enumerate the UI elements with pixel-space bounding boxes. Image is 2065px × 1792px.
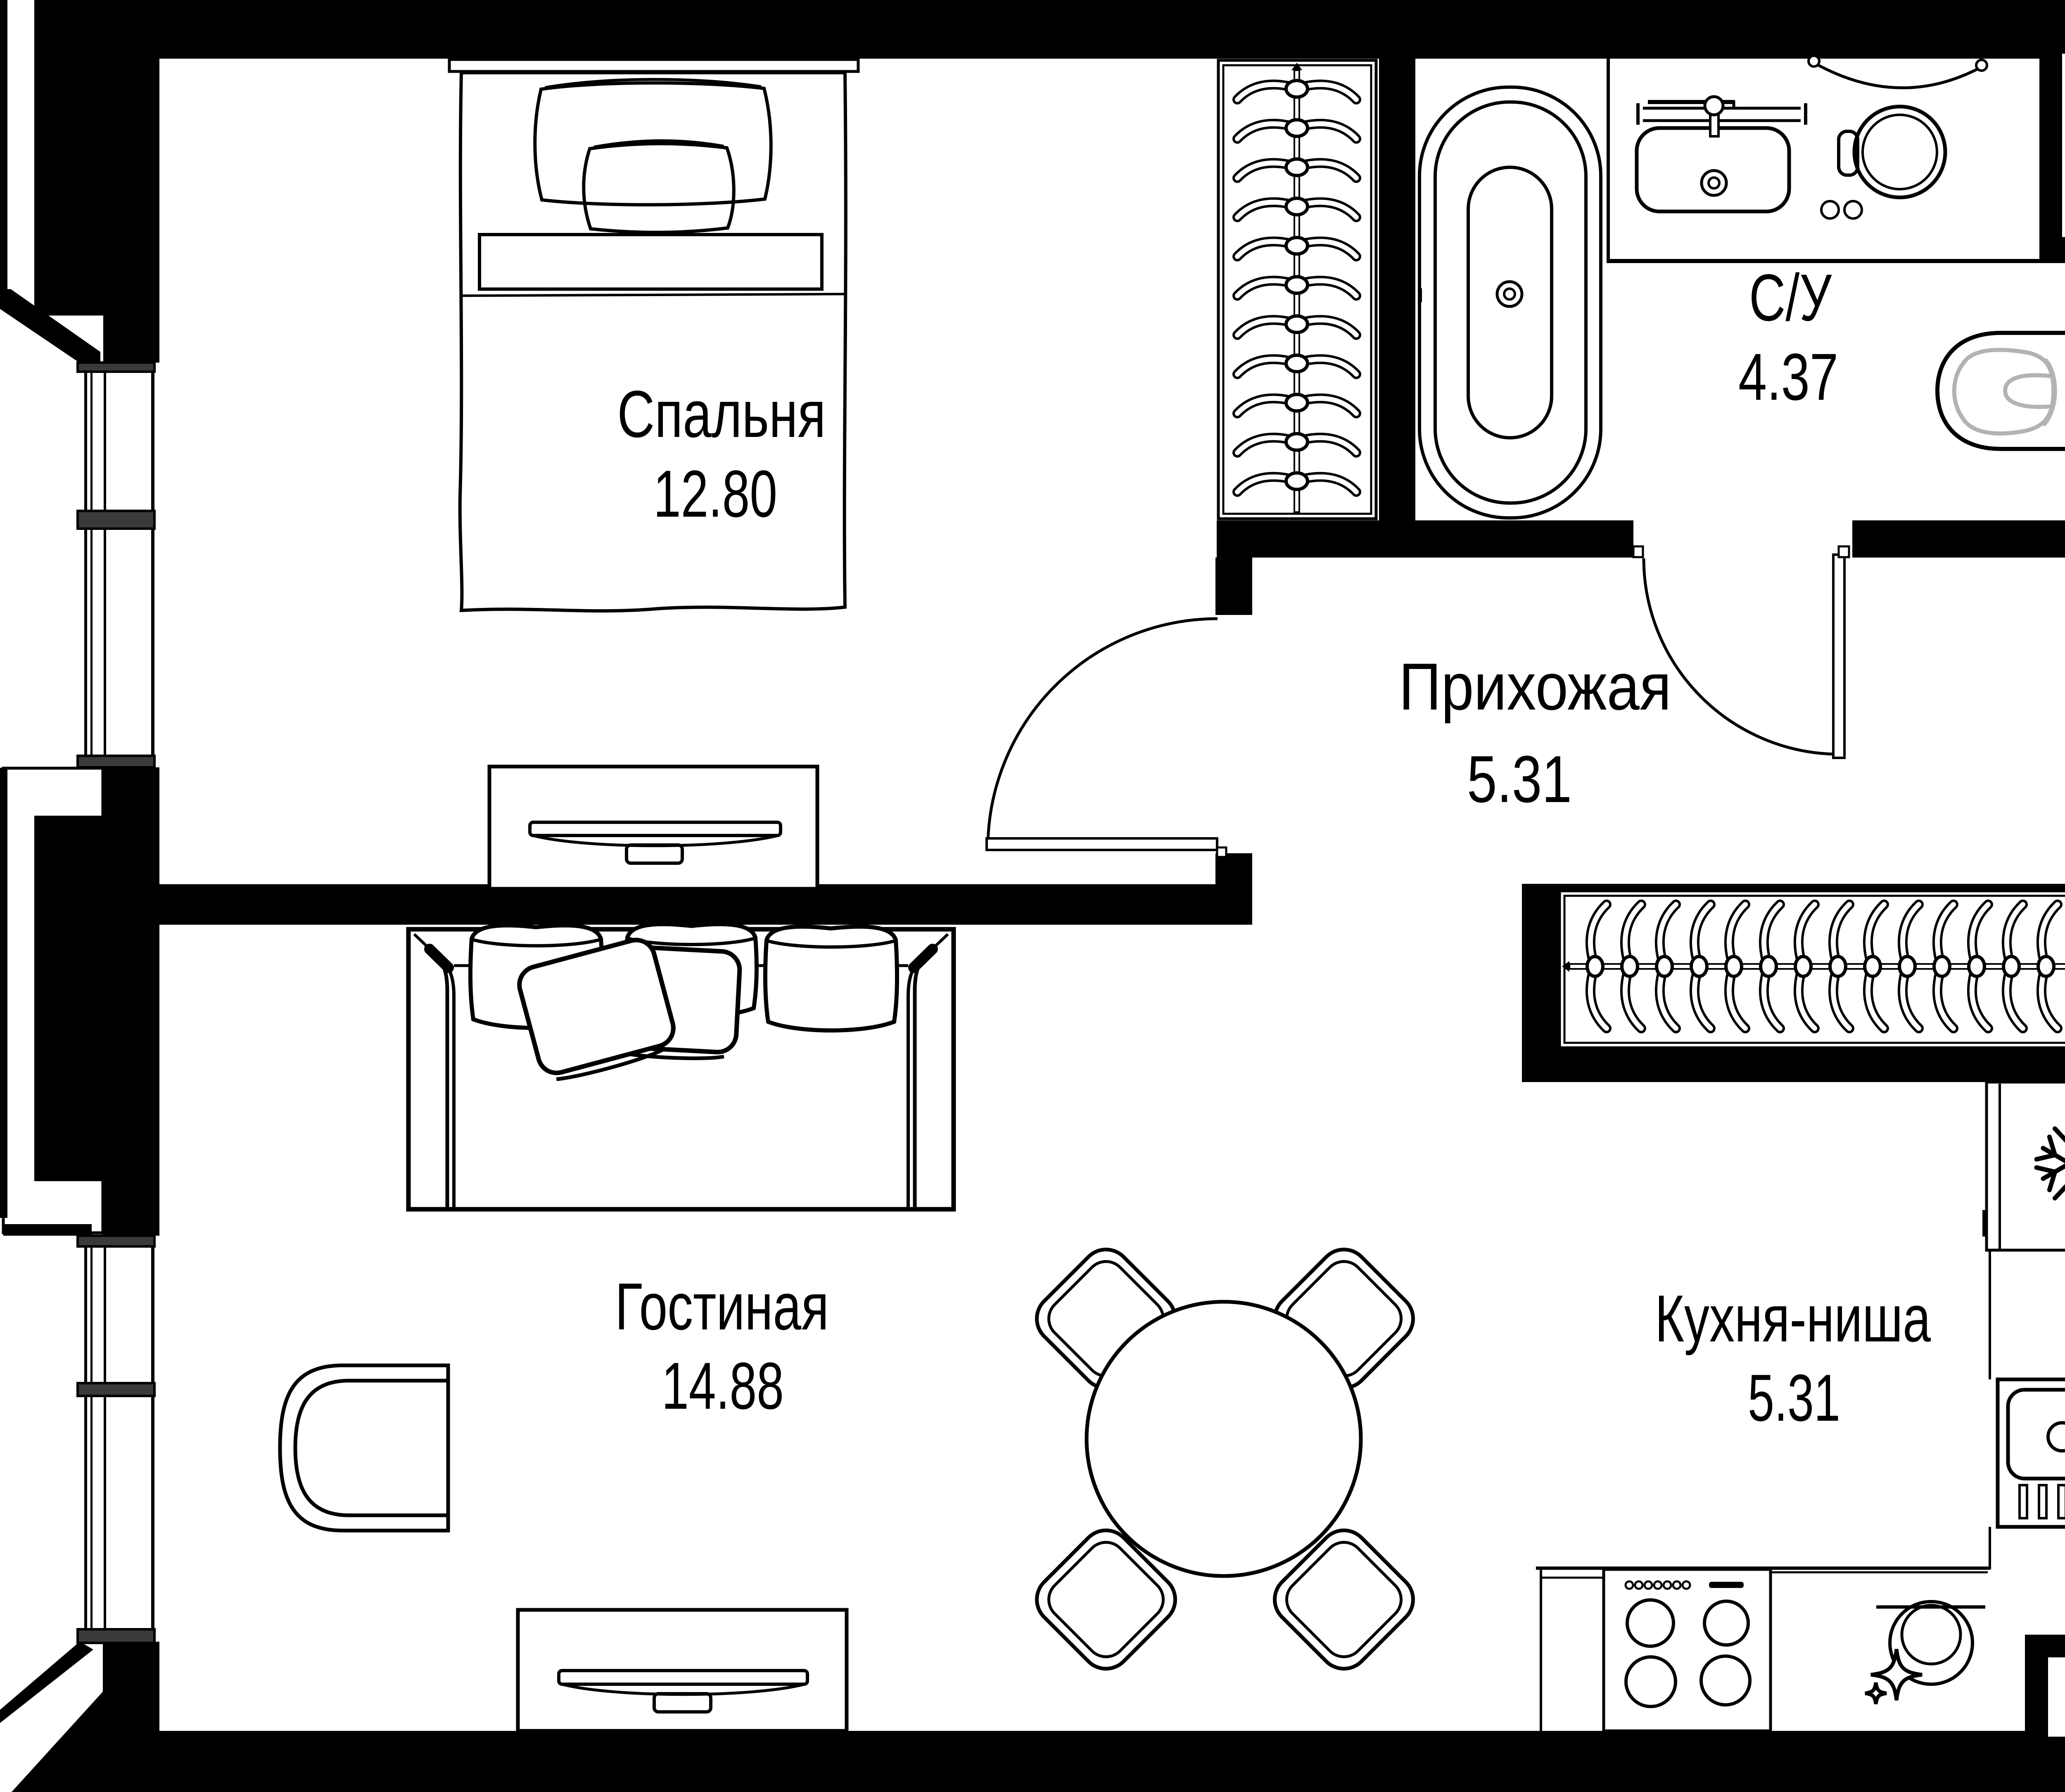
svg-text:Гостиная: Гостиная — [615, 1270, 829, 1344]
svg-text:Спальня: Спальня — [617, 377, 826, 451]
svg-text:5.31: 5.31 — [1467, 742, 1572, 816]
svg-text:12.80: 12.80 — [653, 457, 777, 531]
svg-text:5.31: 5.31 — [1748, 1361, 1840, 1435]
svg-text:Кухня-ниша: Кухня-ниша — [1655, 1282, 1931, 1356]
svg-text:14.88: 14.88 — [662, 1349, 784, 1423]
svg-text:4.37: 4.37 — [1738, 340, 1838, 414]
svg-text:С/У: С/У — [1749, 261, 1832, 335]
svg-text:Прихожая: Прихожая — [1399, 650, 1671, 724]
